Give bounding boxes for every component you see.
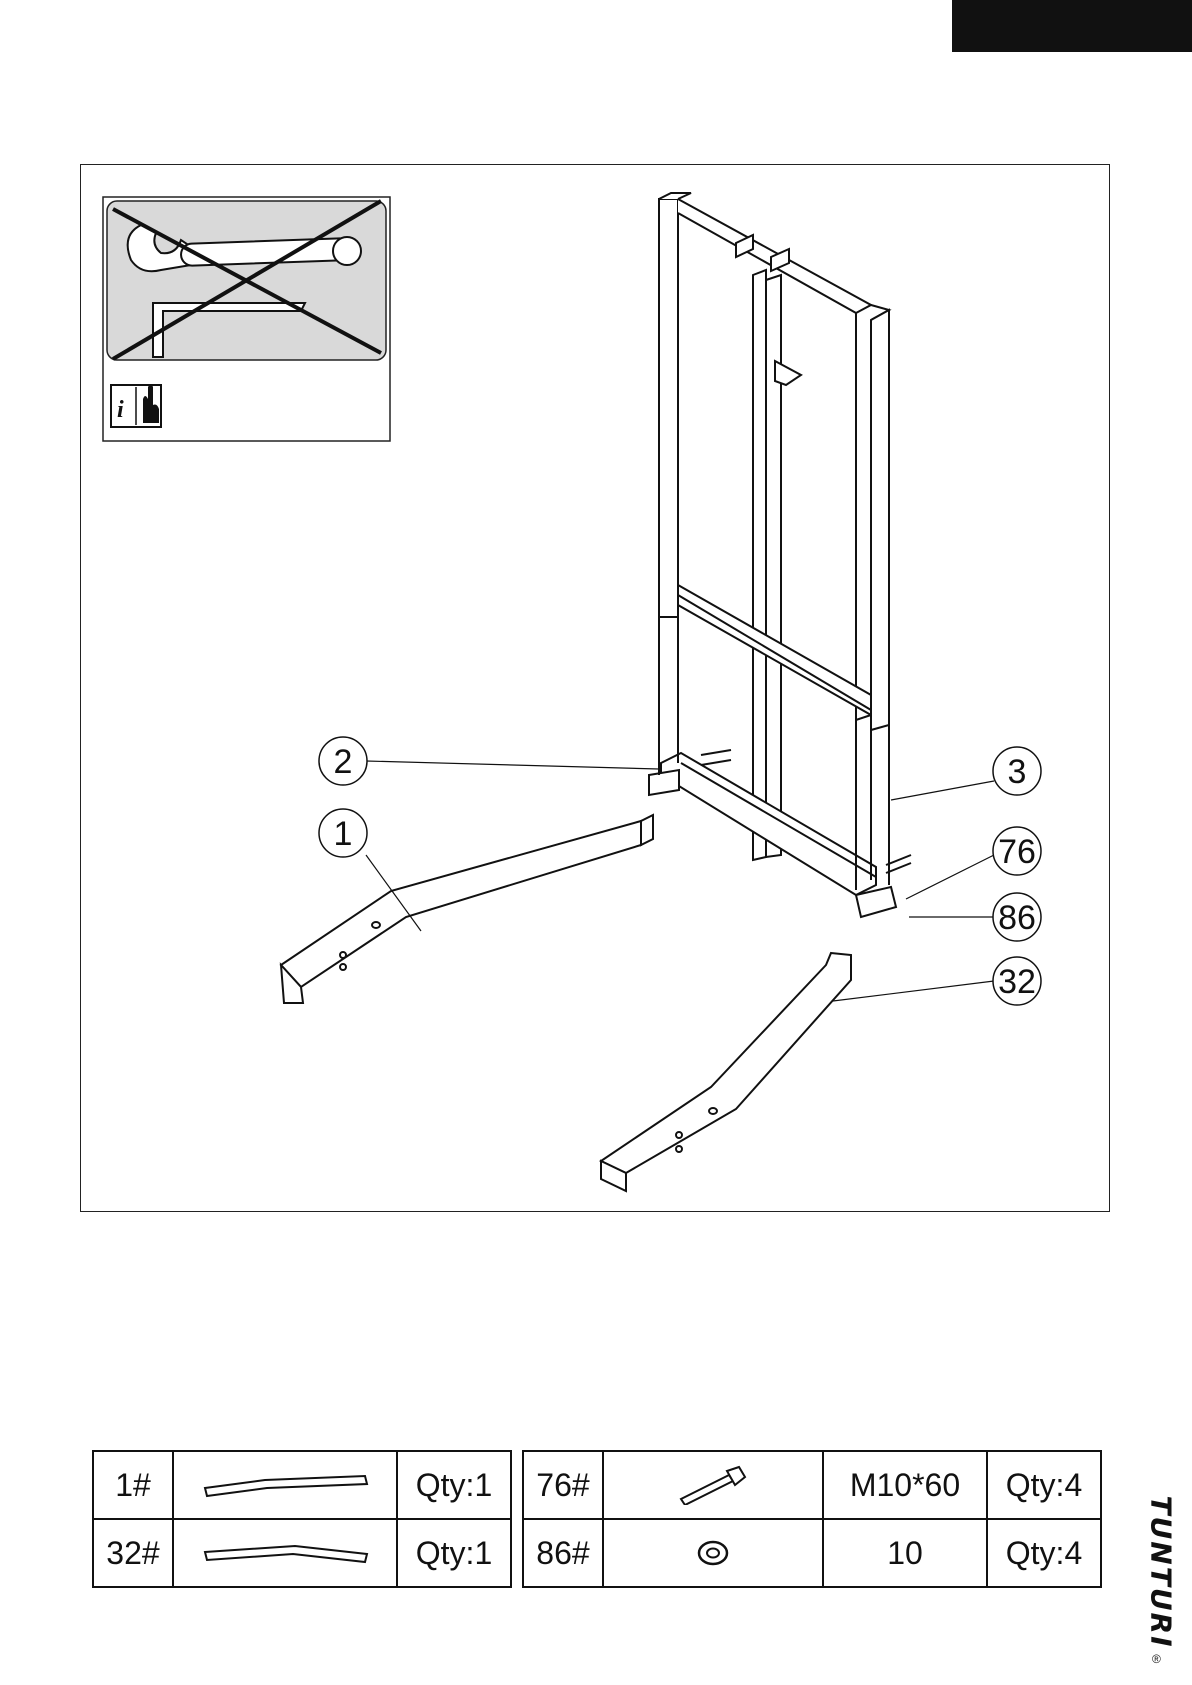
part-spec: 10 bbox=[823, 1519, 987, 1587]
brand-logo: TUNTURI ® bbox=[1136, 1472, 1186, 1672]
part-number: 86# bbox=[523, 1519, 603, 1587]
washer-icon bbox=[603, 1519, 823, 1587]
part-spec: M10*60 bbox=[823, 1451, 987, 1519]
table-row: 32# Qty:1 bbox=[93, 1519, 511, 1587]
tools-panel: i bbox=[103, 197, 390, 441]
part-number: 76# bbox=[523, 1451, 603, 1519]
parts-table-tubes: 1# Qty:1 32# Qty:1 bbox=[92, 1450, 512, 1588]
part-qty: Qty:4 bbox=[987, 1451, 1101, 1519]
part-qty: Qty:1 bbox=[397, 1519, 511, 1587]
callout-86: 86 bbox=[993, 893, 1041, 941]
part-number: 1# bbox=[93, 1451, 173, 1519]
part-number: 32# bbox=[93, 1519, 173, 1587]
parts-table-hardware: 76# M10*60 Qty:4 86# 10 Qty:4 bbox=[522, 1450, 1102, 1588]
page-tab-marker bbox=[952, 0, 1192, 52]
base-tube-icon bbox=[173, 1519, 397, 1587]
svg-text:86: 86 bbox=[998, 899, 1036, 937]
base-tube-icon bbox=[173, 1451, 397, 1519]
callout-3: 3 bbox=[993, 747, 1041, 795]
registered-mark: ® bbox=[1152, 1652, 1161, 1666]
table-row: 86# 10 Qty:4 bbox=[523, 1519, 1101, 1587]
bolt-icon bbox=[603, 1451, 823, 1519]
callout-76: 76 bbox=[993, 827, 1041, 875]
callout-32: 32 bbox=[993, 957, 1041, 1005]
svg-text:3: 3 bbox=[1008, 753, 1027, 791]
part-qty: Qty:4 bbox=[987, 1519, 1101, 1587]
table-row: 76# M10*60 Qty:4 bbox=[523, 1451, 1101, 1519]
part-qty: Qty:1 bbox=[397, 1451, 511, 1519]
svg-text:i: i bbox=[117, 397, 124, 423]
table-row: 1# Qty:1 bbox=[93, 1451, 511, 1519]
callout-2: 2 bbox=[319, 737, 367, 785]
svg-text:76: 76 bbox=[998, 833, 1036, 871]
read-manual-icon: i bbox=[111, 385, 161, 428]
callout-1: 1 bbox=[319, 809, 367, 857]
svg-text:2: 2 bbox=[334, 743, 353, 781]
base-tube-32 bbox=[601, 953, 851, 1191]
upright-frame bbox=[649, 193, 911, 917]
svg-text:32: 32 bbox=[998, 963, 1036, 1001]
assembly-figure: i bbox=[80, 164, 1110, 1212]
svg-text:1: 1 bbox=[334, 815, 353, 853]
brand-name: TUNTURI bbox=[1145, 1495, 1178, 1648]
